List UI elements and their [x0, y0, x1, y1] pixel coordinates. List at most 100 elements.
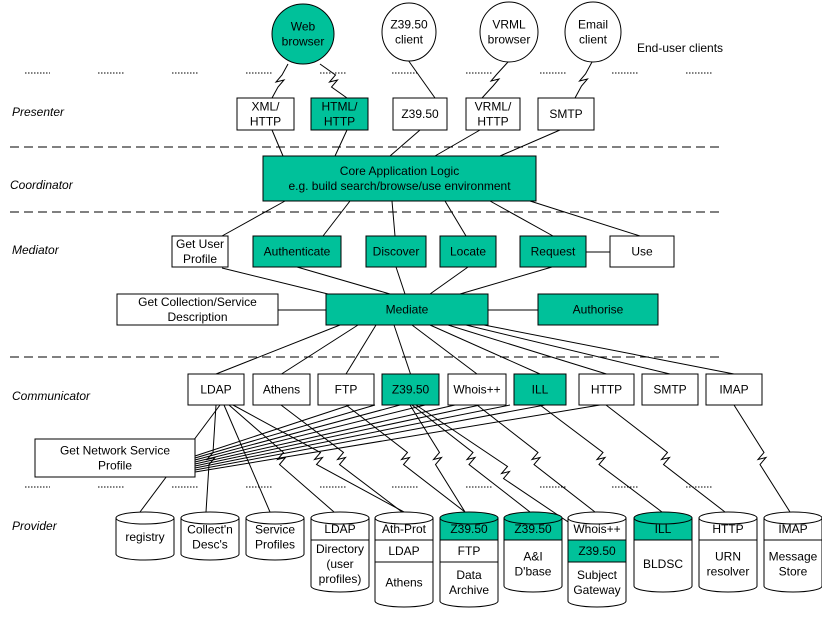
authorise: Authorise: [537, 293, 659, 326]
get-user-profile-line-1: Get User: [176, 237, 224, 251]
provider-subject-gateway-band-label: Z39.50: [578, 544, 616, 558]
provider-collectn-body: [180, 518, 240, 561]
provider-data-archive-band: [439, 539, 499, 563]
provider-athens-band-label: LDAP: [388, 544, 419, 558]
connector: [429, 266, 469, 295]
provider-ai-dbase-label-line-2: D'base: [515, 565, 552, 579]
protocol-http-line-1: HTTP: [591, 383, 622, 397]
provider-directory-label-line-1: Directory: [316, 542, 364, 556]
protocol-smtp: SMTP: [641, 373, 699, 406]
connector: [434, 129, 481, 157]
presenter-vrml: VRML/HTTP: [465, 97, 521, 131]
provider-urn-resolver-label-line-1: URN: [715, 550, 741, 564]
service-request-line-1: Request: [531, 245, 576, 259]
provider-data-archive-band-label: Z39.50: [450, 522, 488, 536]
profile-fan-link: [194, 404, 426, 463]
core-application-logic-shape: [262, 155, 537, 202]
z3950-to-gateway-link: [415, 404, 596, 541]
connector: [489, 200, 554, 237]
client-vrml-line-2: browser: [488, 33, 531, 47]
protocol-ftp: FTP: [317, 373, 375, 406]
ftp-to-data-archive-link: [345, 404, 466, 513]
mediate-shape: [325, 293, 489, 326]
provider-service-profiles-label-line-2: Profiles: [255, 538, 295, 552]
ill-to-bldsc-link: [539, 404, 663, 513]
connector: [444, 200, 467, 237]
imap-to-message-store-link: [733, 404, 791, 513]
connector: [271, 129, 284, 157]
provider-directory-label-line-3: profiles): [319, 572, 362, 586]
protocol-whois-shape: [447, 373, 507, 406]
service-discover-line-1: Discover: [373, 245, 420, 259]
layer-label-presenter: Presenter: [12, 105, 65, 119]
z3950-client-to-z3950-link: [407, 59, 436, 99]
connector: [322, 200, 351, 237]
protocol-z3950-line-1: Z39.50: [392, 383, 430, 397]
presenter-z3950-shape: [392, 97, 448, 131]
presenter-xml-line-2: HTTP: [250, 115, 281, 129]
profile-fan-link: [194, 404, 481, 467]
provider-message-store-label-line-2: Store: [779, 565, 808, 579]
provider-subject-gateway-band: [567, 539, 627, 563]
client-web-line-2: browser: [282, 35, 325, 49]
provider-data-archive-label-line-1: Data: [456, 568, 482, 582]
provider-athens-band: [374, 539, 434, 563]
mediate: Mediate: [325, 293, 489, 326]
provider-message-store-band-label: IMAP: [778, 522, 807, 536]
provider-service-profiles-top: [245, 511, 305, 525]
protocol-ill: ILL: [513, 373, 567, 406]
provider-registry-top: [115, 511, 175, 525]
service-authenticate-line-1: Authenticate: [264, 245, 331, 259]
end-user-clients-caption: End-user clients: [637, 41, 723, 55]
connector: [391, 200, 396, 237]
mediate-to-protocol-link: [447, 324, 607, 375]
connector: [296, 266, 391, 295]
profile-fan-link: [194, 404, 376, 459]
protocol-ldap-shape: [187, 373, 245, 406]
connector: [395, 266, 406, 295]
ldap-to-athens-link: [232, 404, 405, 513]
mediate-to-protocol-link: [483, 324, 735, 375]
mediate-line-1: Mediate: [386, 303, 429, 317]
provider-service-profiles-body: [245, 518, 305, 561]
presenter-xml-line-1: XML/: [251, 100, 280, 114]
mediate-to-protocol-link: [393, 324, 411, 375]
get-network-service-profile-shape: [34, 438, 196, 478]
protocol-ill-line-1: ILL: [532, 383, 549, 397]
ldap-to-collectn-link: [205, 404, 217, 513]
provider-service-profiles-label-line-1: Service: [255, 523, 295, 537]
protocol-athens-shape: [252, 373, 311, 406]
presenter-smtp-shape: [537, 97, 595, 131]
provider-subject-gateway-label-line-1: Subject: [577, 568, 618, 582]
layer-label-communicator: Communicator: [12, 389, 91, 403]
service-use-line-1: Use: [631, 245, 653, 259]
service-discover: Discover: [365, 235, 427, 268]
profile-fan-link: [194, 404, 511, 469]
protocol-imap-line-1: IMAP: [719, 383, 748, 397]
provider-data-archive-label-line-2: Archive: [449, 583, 489, 597]
provider-registry-label-line-1: registry: [125, 530, 164, 544]
provider-ai-dbase-band-label: Z39.50: [514, 522, 552, 536]
web-browser-to-html-link: [319, 63, 348, 99]
service-authenticate: Authenticate: [252, 235, 342, 268]
client-z3950-shape: [381, 2, 437, 62]
protocol-http-shape: [578, 373, 635, 406]
authorise-shape: [537, 293, 659, 326]
email-client-to-smtp-link: [574, 61, 593, 99]
provider-athens-top: [374, 511, 434, 525]
layer-label-provider: Provider: [12, 519, 58, 533]
service-request: Request: [519, 235, 587, 268]
vrml-browser-to-vrml-link: [481, 61, 509, 99]
web-browser-to-xml-link: [271, 63, 289, 99]
get-collection-description-shape: [116, 293, 279, 326]
profile-fan-link: [194, 404, 351, 457]
service-locate-line-1: Locate: [450, 245, 486, 259]
